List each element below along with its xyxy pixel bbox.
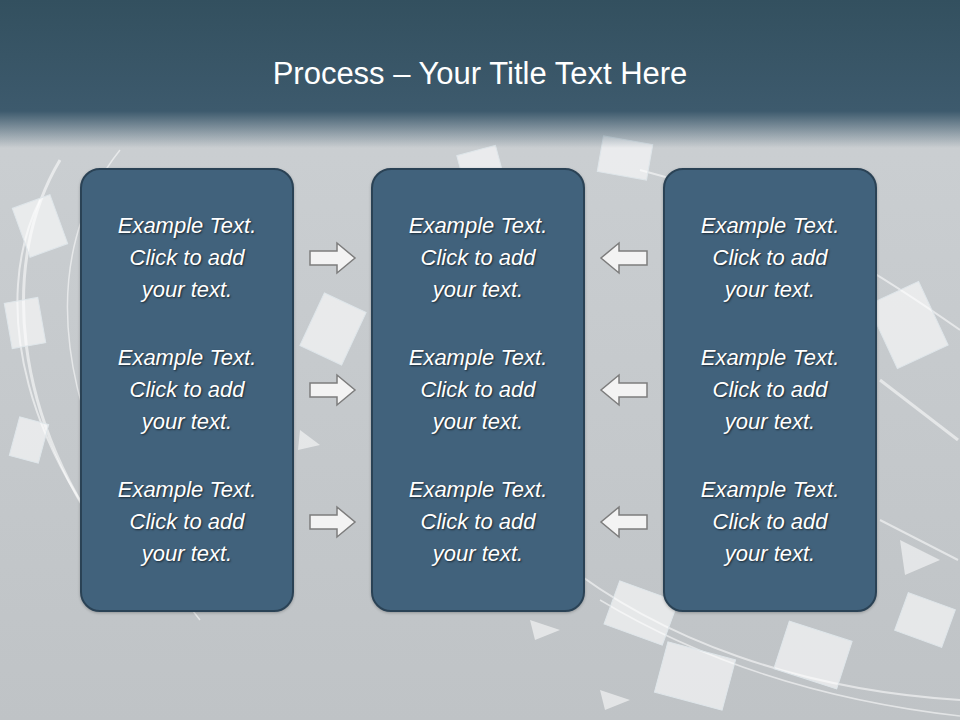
box-text: Example Text. Click to add your text.	[684, 210, 856, 306]
box-text: Example Text. Click to add your text.	[101, 342, 273, 438]
box-text: Example Text. Click to add your text.	[684, 474, 856, 570]
box-text: Example Text. Click to add your text.	[101, 210, 273, 306]
block-arrow	[601, 375, 647, 405]
swirl-lines	[17, 150, 960, 716]
process-box: Example Text. Click to add your text. Exa…	[663, 168, 877, 612]
box-text: Example Text. Click to add your text.	[101, 474, 273, 570]
process-box: Example Text. Click to add your text. Exa…	[371, 168, 585, 612]
block-arrow	[310, 507, 355, 537]
process-box: Example Text. Click to add your text. Exa…	[80, 168, 294, 612]
slide-title: Process – Your Title Text Here	[20, 52, 940, 96]
block-arrow	[601, 243, 647, 273]
box-text: Example Text. Click to add your text.	[392, 210, 564, 306]
block-arrow	[310, 375, 355, 405]
block-arrow	[310, 243, 355, 273]
box-text: Example Text. Click to add your text.	[392, 342, 564, 438]
flying-papers	[4, 136, 955, 710]
block-arrow	[601, 507, 647, 537]
box-text: Example Text. Click to add your text.	[392, 474, 564, 570]
title-band	[0, 0, 960, 148]
box-text: Example Text. Click to add your text.	[684, 342, 856, 438]
